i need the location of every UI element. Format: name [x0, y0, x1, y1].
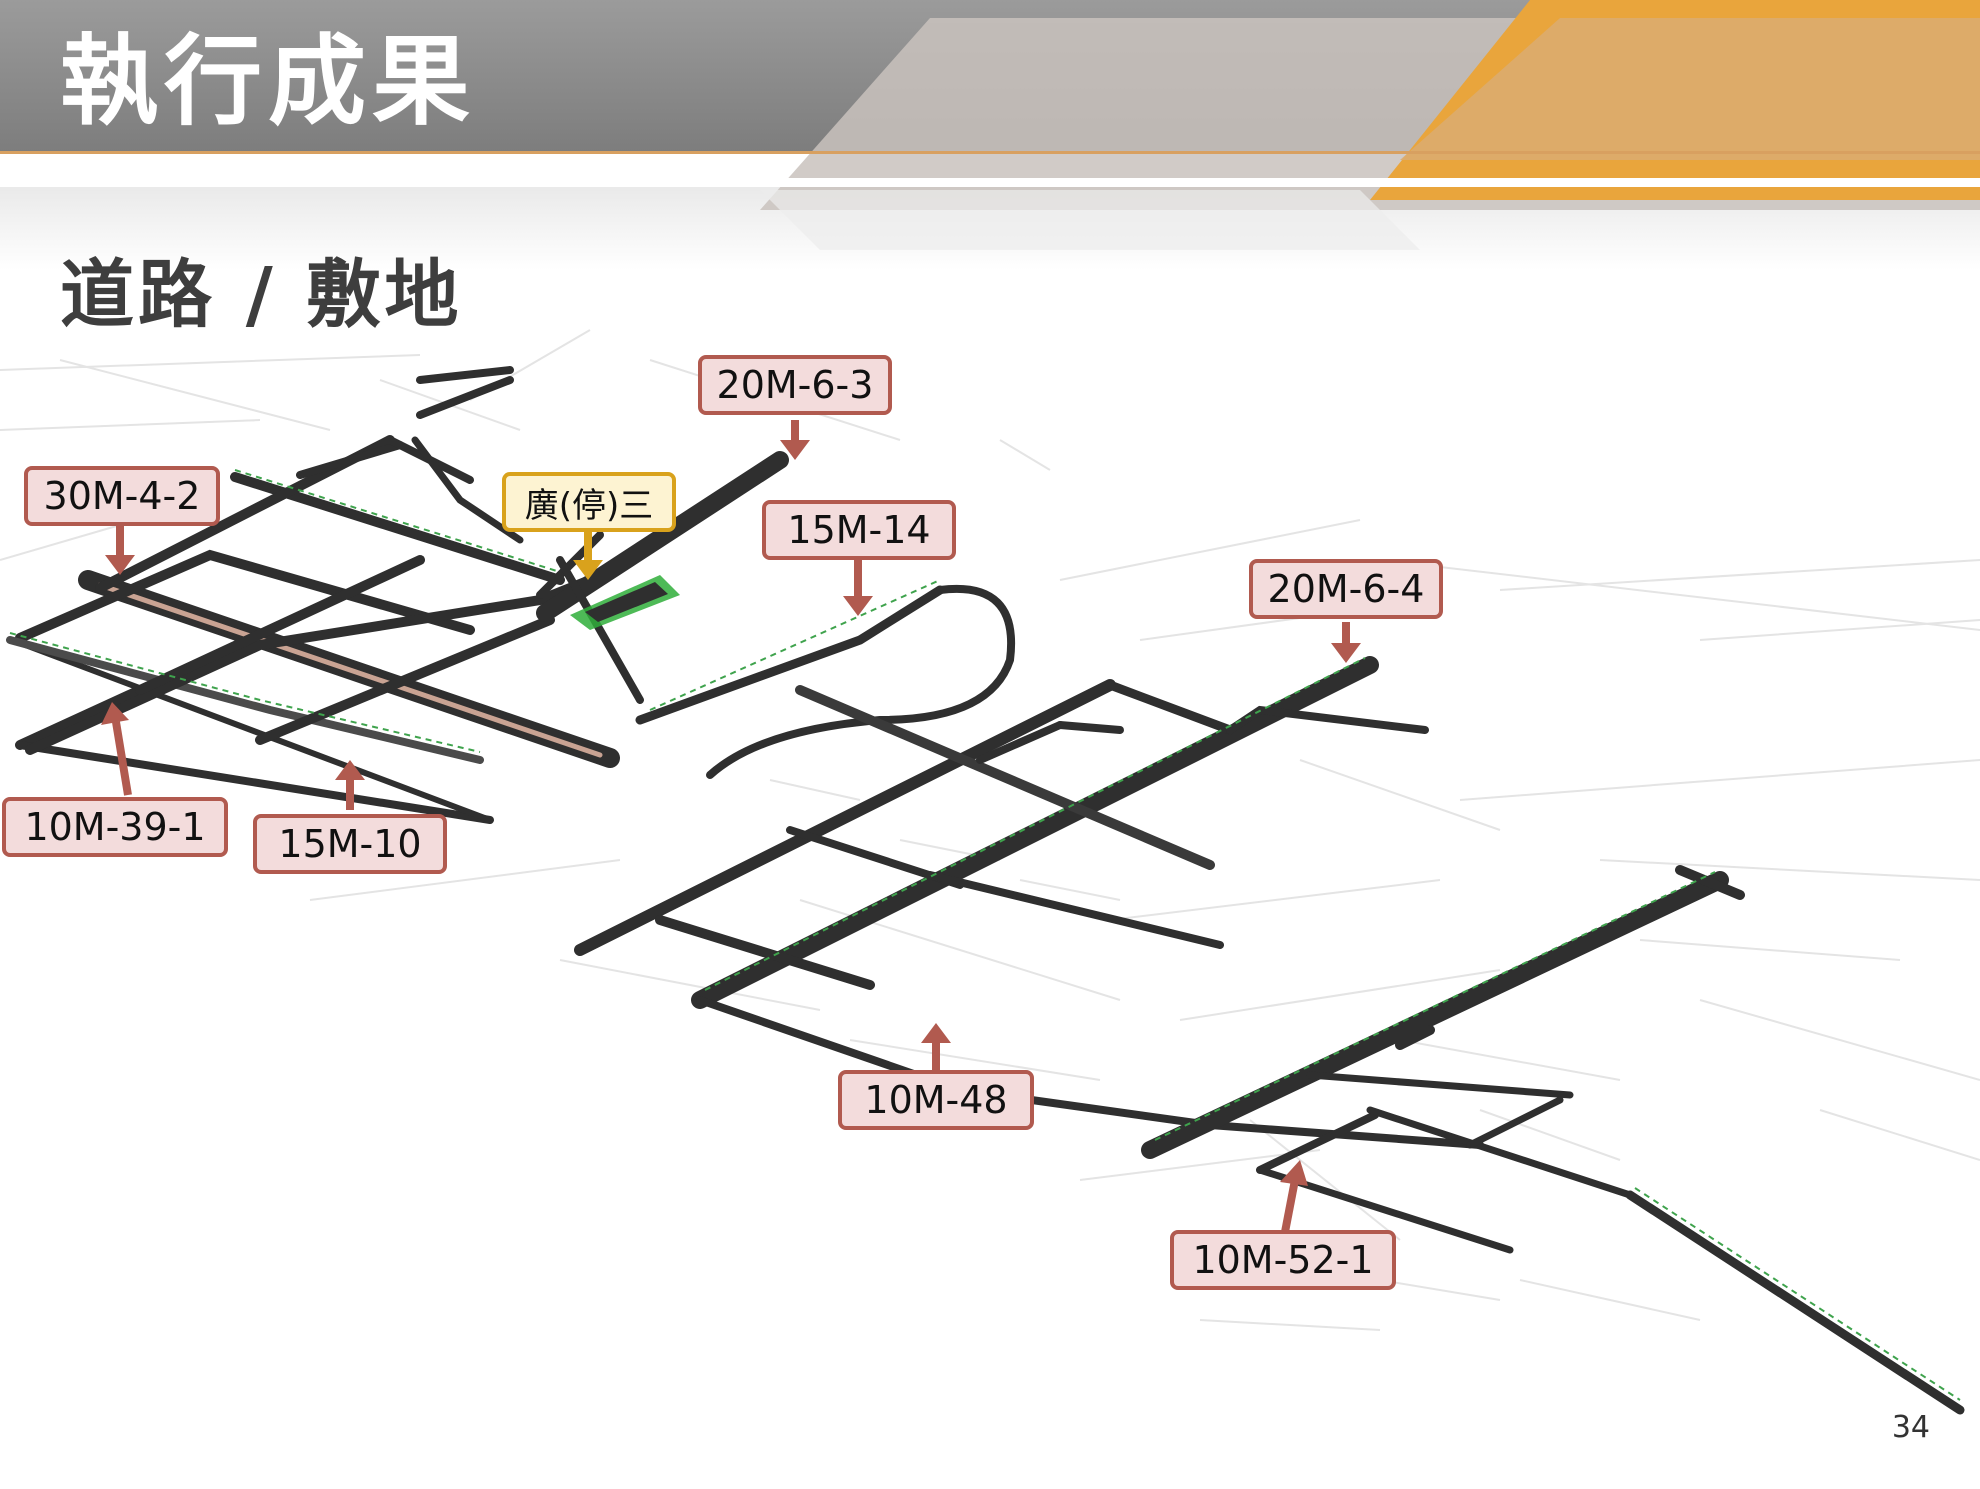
label-15m-10: 15M-10	[253, 814, 447, 874]
label-10m-39-1: 10M-39-1	[2, 797, 228, 857]
page-number: 34	[1891, 1410, 1930, 1445]
slide-title: 執行成果	[60, 25, 477, 139]
label-guang-ting-san: 廣(停)三	[502, 472, 676, 532]
label-arrows	[101, 420, 1361, 1233]
label-15m-14: 15M-14	[762, 500, 956, 560]
slide-subtitle: 道路 / 敷地	[60, 252, 463, 338]
header-band	[0, 0, 1980, 280]
label-10m-52-1: 10M-52-1	[1170, 1230, 1396, 1290]
road-network	[6, 366, 1965, 1415]
block-outlines	[0, 329, 1980, 1331]
label-30m-4-2: 30M-4-2	[24, 466, 220, 526]
gold-arrow	[573, 530, 603, 580]
label-20m-6-3: 20M-6-3	[698, 355, 892, 415]
label-10m-48: 10M-48	[838, 1070, 1034, 1130]
label-20m-6-4: 20M-6-4	[1249, 559, 1443, 619]
green-edges	[9, 469, 1961, 1401]
